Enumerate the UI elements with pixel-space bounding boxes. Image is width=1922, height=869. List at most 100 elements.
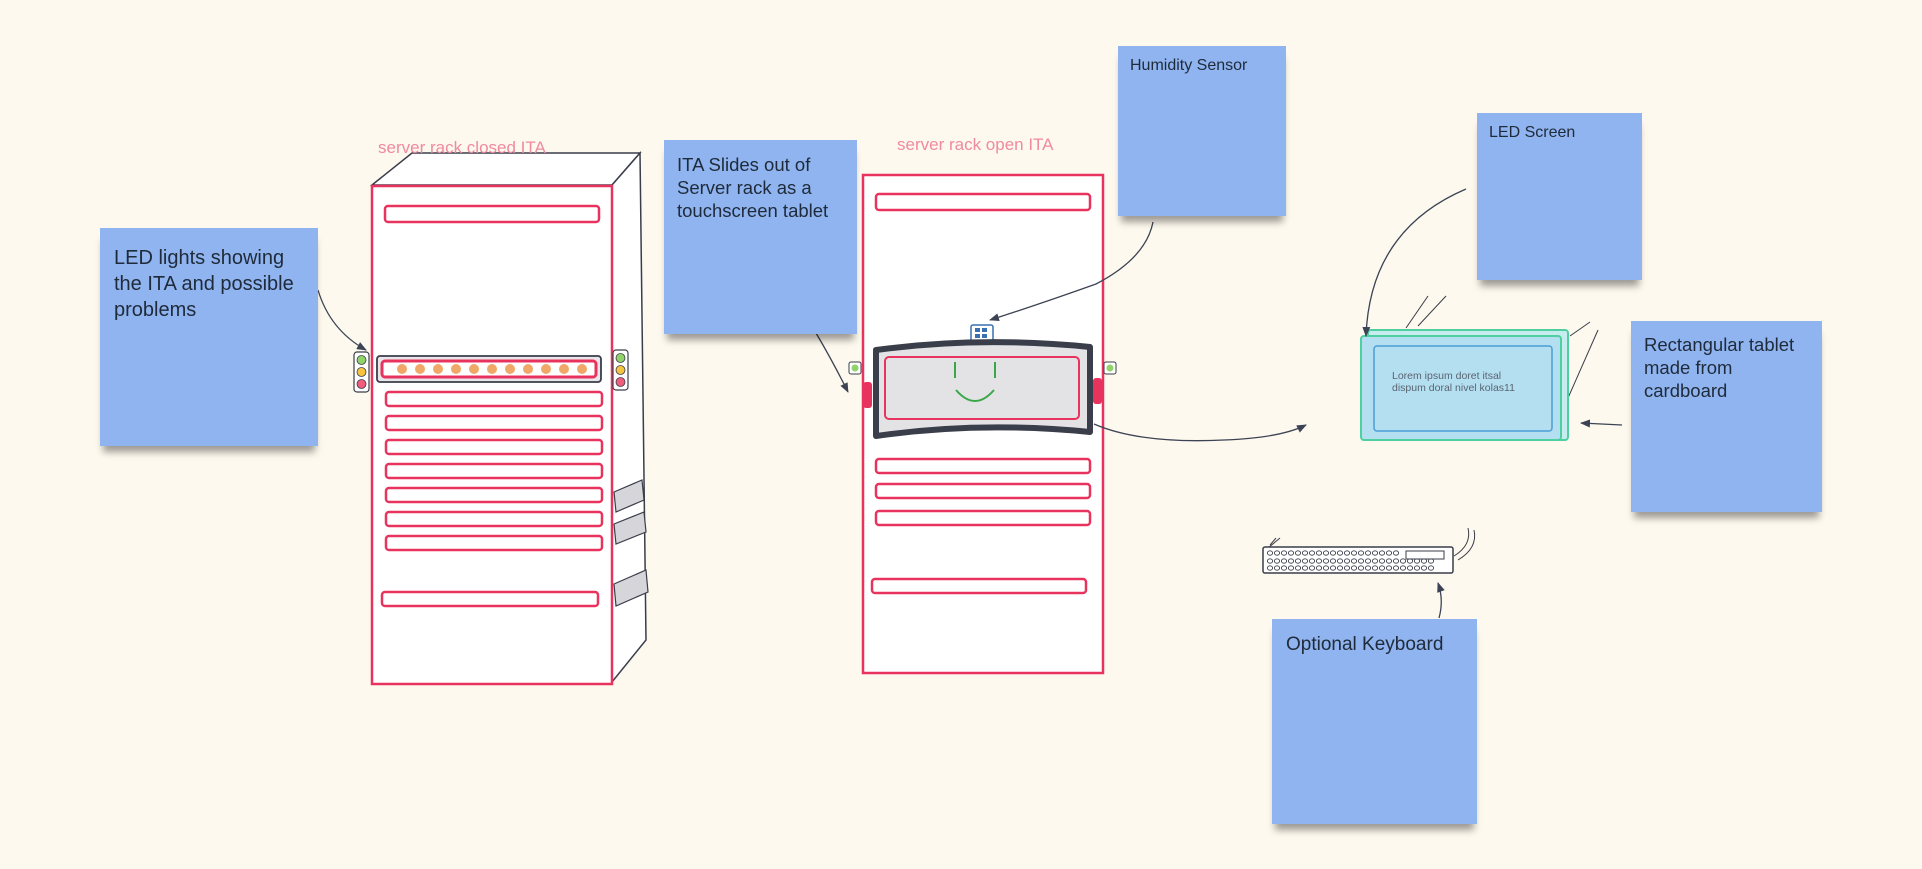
keyboard-key [1273,550,1281,556]
note-led-lights-text: LED lights showing the ITA and possible … [114,247,294,321]
led-indicator-row [397,364,587,374]
status-light-right [612,349,629,391]
keyboard-key [1336,550,1344,556]
keyboard-key [1399,565,1407,571]
keyboard-key [1385,558,1393,564]
keyboard-key [1280,565,1288,571]
keyboard-key [1329,565,1337,571]
keyboard-key [1427,565,1435,571]
screen-text-line-2: dispum doral nivel kolas11 [1392,382,1515,394]
keyboard-key [1392,550,1400,556]
sticky-note-optional-keyboard[interactable]: Optional Keyboard [1272,619,1477,824]
note-ita-slides-text: ITA Slides out of Server rack as a touch… [677,154,829,221]
keyboard-key [1357,565,1365,571]
note-led-screen-text: LED Screen [1489,124,1576,141]
keyboard-key [1315,565,1323,571]
arrow-tablet-to-device [1093,423,1307,442]
keyboard-key [1329,550,1337,556]
keyboard-key [1266,550,1274,556]
keyboard-key [1287,558,1295,564]
keyboard-device [1262,527,1476,574]
screen-text-line-1: Lorem ipsum doret itsal [1392,370,1501,382]
keyboard-key [1294,558,1302,564]
sticky-note-led-lights[interactable]: LED lights showing the ITA and possible … [100,228,318,446]
server-rack-open [848,173,1117,675]
keyboard-key [1315,550,1323,556]
keyboard-key [1329,558,1337,564]
keyboard-key [1406,565,1414,571]
keyboard-key [1371,565,1379,571]
keyboard-key [1280,558,1288,564]
keyboard-key [1287,550,1295,556]
keyboard-key [1287,565,1295,571]
arrow-led-screen-to-tablet [1362,188,1467,337]
keyboard-key [1301,550,1309,556]
keyboard-key [1294,550,1302,556]
note-keyboard-text: Optional Keyboard [1286,634,1444,655]
arrow-keyboard-note-to-keyboard [1437,582,1445,619]
keyboard-key [1371,550,1379,556]
keyboard-key [1322,550,1330,556]
keyboard-key [1308,565,1316,571]
note-cardboard-text: Rectangular tablet made from cardboard [1644,334,1795,401]
keyboard-key [1392,558,1400,564]
note-humidity-text: Humidity Sensor [1130,57,1248,74]
keyboard-key [1308,558,1316,564]
sticky-note-ita-slides[interactable]: ITA Slides out of Server rack as a touch… [664,140,857,334]
keyboard-key [1399,558,1407,564]
keyboard-key [1378,550,1386,556]
keyboard-keys [1266,550,1435,571]
keyboard-key [1392,565,1400,571]
keyboard-key [1420,558,1428,564]
sticky-note-led-screen[interactable]: LED Screen [1477,113,1642,280]
keyboard-key [1336,565,1344,571]
keyboard-key [1427,558,1435,564]
arrow-humidity-to-sensor [989,221,1154,322]
cardboard-tablet: Lorem ipsum doret itsal dispum doral niv… [1360,295,1599,441]
status-light-left [353,351,370,393]
keyboard-key [1364,565,1372,571]
keyboard-key [1308,550,1316,556]
keyboard-key [1357,558,1365,564]
keyboard-key [1350,550,1358,556]
sticky-note-humidity-sensor[interactable]: Humidity Sensor [1118,46,1286,216]
keyboard-key [1364,550,1372,556]
keyboard-key [1378,558,1386,564]
keyboard-key [1336,558,1344,564]
arrow-slides-to-tablet [815,332,849,393]
keyboard-key [1406,558,1414,564]
keyboard-key [1420,565,1428,571]
keyboard-key [1266,558,1274,564]
arrow-led-to-rack [317,289,367,351]
keyboard-key [1301,565,1309,571]
keyboard-key [1280,550,1288,556]
keyboard-key [1294,565,1302,571]
rack-open-label: server rack open ITA [897,135,1054,154]
keyboard-key [1273,558,1281,564]
keyboard-key [1301,558,1309,564]
keyboard-key [1378,565,1386,571]
keyboard-key [1413,558,1421,564]
rack-closed-label: server rack closed ITA [378,138,546,157]
keyboard-key [1350,565,1358,571]
keyboard-key [1364,558,1372,564]
keyboard-key [1322,558,1330,564]
keyboard-key [1343,550,1351,556]
keyboard-key [1315,558,1323,564]
keyboard-key [1343,565,1351,571]
keyboard-key [1357,550,1365,556]
keyboard-key [1371,558,1379,564]
keyboard-key [1350,558,1358,564]
keyboard-key [1385,565,1393,571]
keyboard-key [1343,558,1351,564]
arrow-cardboard-to-tablet [1580,419,1623,428]
keyboard-key [1273,565,1281,571]
keyboard-key [1413,565,1421,571]
sticky-note-cardboard-tablet[interactable]: Rectangular tablet made from cardboard [1631,321,1822,512]
keyboard-key [1385,550,1393,556]
server-rack-closed [353,151,649,686]
keyboard-key [1266,565,1274,571]
keyboard-key [1322,565,1330,571]
